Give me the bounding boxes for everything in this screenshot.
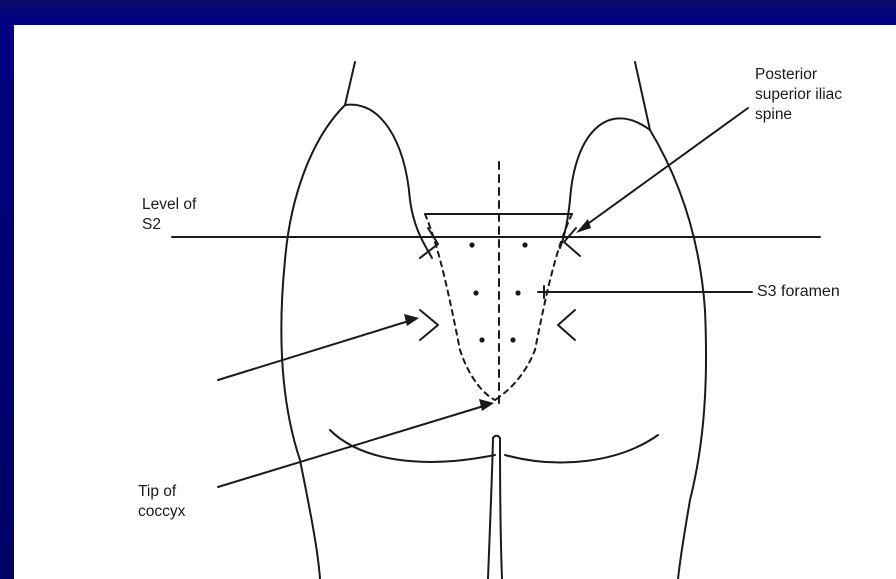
foramen-dot	[479, 337, 484, 342]
level-of-s2-label: Level of S2	[142, 195, 196, 235]
level-of-s2-line2: S2	[142, 215, 196, 235]
needle-arrow-line	[218, 320, 412, 380]
psis-line2: superior iliac	[755, 85, 842, 105]
left-s3-mark	[420, 310, 438, 340]
diagram-panel: Level of S2 Posterior superior iliac spi…	[14, 25, 896, 579]
tip-of-coccyx-label: Tip of coccyx	[138, 482, 185, 522]
right-buttock-crease	[505, 435, 658, 462]
psis-line1: Posterior	[755, 65, 842, 85]
foramen-dot	[510, 337, 515, 342]
foramen-dot	[473, 290, 478, 295]
right-body-outline	[635, 62, 706, 579]
level-of-s2-line1: Level of	[142, 195, 196, 215]
needle-arrowhead	[404, 314, 419, 326]
foramen-dot	[515, 290, 520, 295]
foramen-dot	[522, 242, 527, 247]
foramen-dot	[469, 242, 474, 247]
coccyx-arrowhead	[479, 399, 494, 411]
psis-line3: spine	[755, 105, 842, 125]
coccyx-arrow-line	[218, 405, 487, 487]
tip-of-coccyx-line2: coccyx	[138, 502, 185, 522]
s3-foramen-text: S3 foramen	[757, 282, 840, 302]
left-flank-curve	[345, 105, 432, 258]
natal-cleft	[488, 436, 502, 579]
sacrum-left-edge	[425, 214, 495, 400]
psis-arrowhead	[576, 219, 591, 233]
right-s3-mark	[558, 310, 575, 340]
psis-arrow-line	[582, 108, 748, 228]
psis-label: Posterior superior iliac spine	[755, 65, 842, 125]
s3-foramen-label: S3 foramen	[757, 282, 840, 302]
tip-of-coccyx-line1: Tip of	[138, 482, 185, 502]
sacrum-right-edge	[495, 214, 572, 400]
right-flank-curve	[560, 118, 650, 248]
s3-foramen-marker	[538, 286, 550, 298]
left-body-outline	[281, 62, 355, 579]
